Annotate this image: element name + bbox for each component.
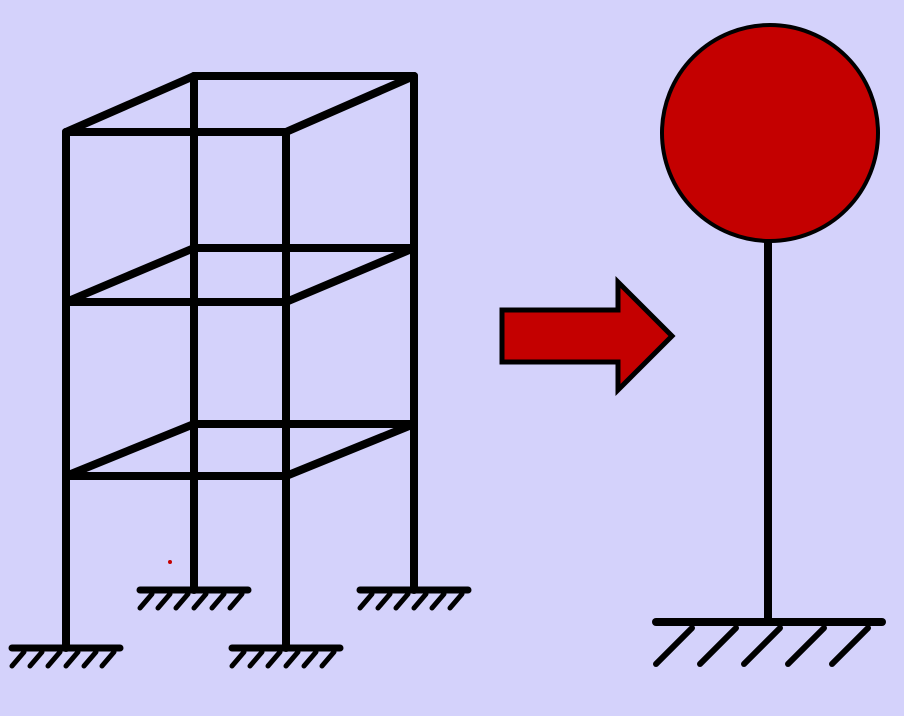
fixed-support-back-right	[356, 586, 472, 611]
lumped-mass-model	[652, 23, 886, 667]
fixed-support-front-right	[228, 644, 344, 669]
stray-mark	[168, 560, 172, 564]
side-beam-floor-1-left	[62, 420, 198, 480]
side-beam-floor-2-left	[62, 244, 198, 306]
fixed-support-back-left	[136, 586, 252, 611]
side-beam-floor-1-right	[282, 420, 418, 480]
three-story-frame	[62, 72, 418, 652]
side-beam-roof-right	[282, 72, 418, 136]
side-beam-roof-left	[62, 72, 198, 136]
side-beam-floor-2-right	[282, 244, 418, 306]
lumped-mass	[660, 23, 880, 243]
frame-fixed-supports	[8, 586, 472, 669]
right-arrow-icon	[499, 275, 676, 397]
cantilever-fixed-support	[652, 618, 886, 667]
fixed-support-front-left	[8, 644, 124, 669]
